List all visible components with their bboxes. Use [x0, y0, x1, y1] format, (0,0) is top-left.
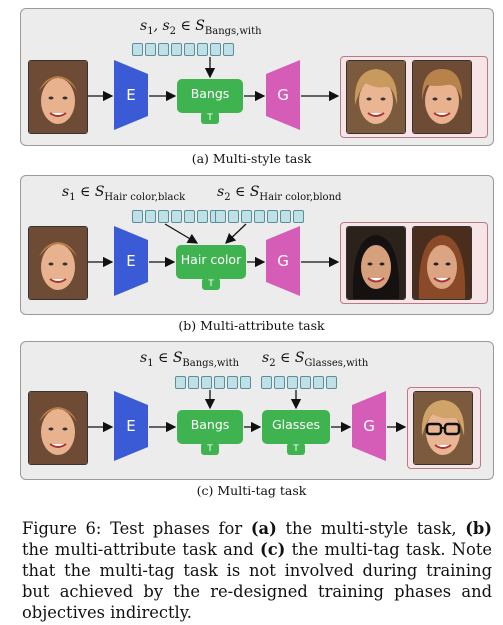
panel-b-tag: T — [202, 278, 220, 290]
panel-c-input-face — [28, 391, 88, 465]
panel-c-tag-2: T — [287, 443, 305, 455]
panel-c-output-face — [413, 391, 473, 465]
panel-b-hair-color-module: Hair color — [176, 245, 246, 279]
panel-b-style-code-2 — [215, 210, 304, 223]
panel-b-caption: (b) Multi-attribute task — [178, 318, 325, 333]
panel-a-output-face-2 — [412, 60, 472, 134]
panel-a-tag: T — [201, 112, 219, 124]
panel-a-generator: G — [266, 60, 300, 130]
panel-c-glasses-module: Glasses — [262, 410, 330, 444]
panel-a-output-face-1 — [346, 60, 406, 134]
panel-c-caption: (c) Multi-tag task — [196, 483, 307, 498]
figure-label: Figure 6: — [22, 519, 102, 538]
figure-caption: Figure 6: Test phases for (a) the multi-… — [22, 519, 493, 622]
panel-a-style-code — [132, 43, 234, 56]
panel-a-encoder: E — [114, 60, 148, 130]
panel-a-bangs-module: Bangs — [177, 79, 243, 113]
panel-b-encoder: E — [114, 226, 148, 296]
panel-c-encoder: E — [114, 391, 148, 461]
panel-c-generator: G — [352, 391, 386, 461]
panel-b-output-face-black — [346, 226, 406, 300]
panel-a-caption: (a) Multi-style task — [191, 151, 312, 166]
panel-a-math: s1, s2 ∈ SBangs,with — [140, 18, 262, 37]
panel-c-style-code-1 — [175, 376, 251, 389]
panel-c-bangs-module: Bangs — [177, 410, 243, 444]
panel-c-tag-1: T — [201, 443, 219, 455]
panel-b-math-2: s2 ∈ SHair color,blond — [217, 184, 342, 203]
panel-a-input-face — [28, 60, 88, 134]
panel-c-style-code-2 — [261, 376, 337, 389]
panel-b-output-face-blond — [412, 226, 472, 300]
panel-b-math-1: s1 ∈ SHair color,black — [62, 184, 186, 203]
panel-b-input-face — [28, 226, 88, 300]
panel-c-math-1: s1 ∈ SBangs,with — [140, 350, 240, 369]
panel-b-generator: G — [266, 226, 300, 296]
panel-c-math-2: s2 ∈ SGlasses,with — [262, 350, 369, 369]
